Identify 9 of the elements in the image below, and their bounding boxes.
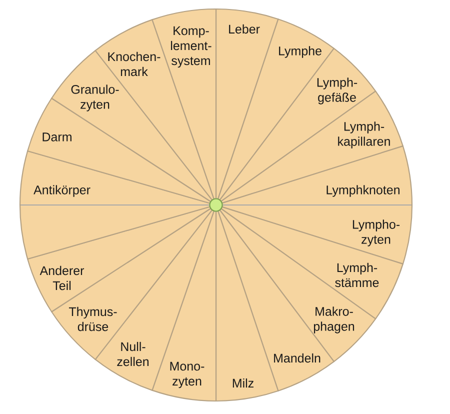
wheel-segment: Mono- zyten — [152, 211, 217, 402]
wheel-segment — [19, 204, 210, 260]
node-label: Milz — [232, 378, 254, 388]
node-label: Mono- zyten — [170, 362, 204, 388]
node-label: Leber — [229, 24, 260, 34]
node-label: Lymphe — [279, 46, 322, 58]
wheel-segment: Antikörper — [19, 150, 210, 206]
node-label: Lymph- stämme — [335, 262, 379, 288]
wheel-segment: Leber — [215, 8, 279, 199]
